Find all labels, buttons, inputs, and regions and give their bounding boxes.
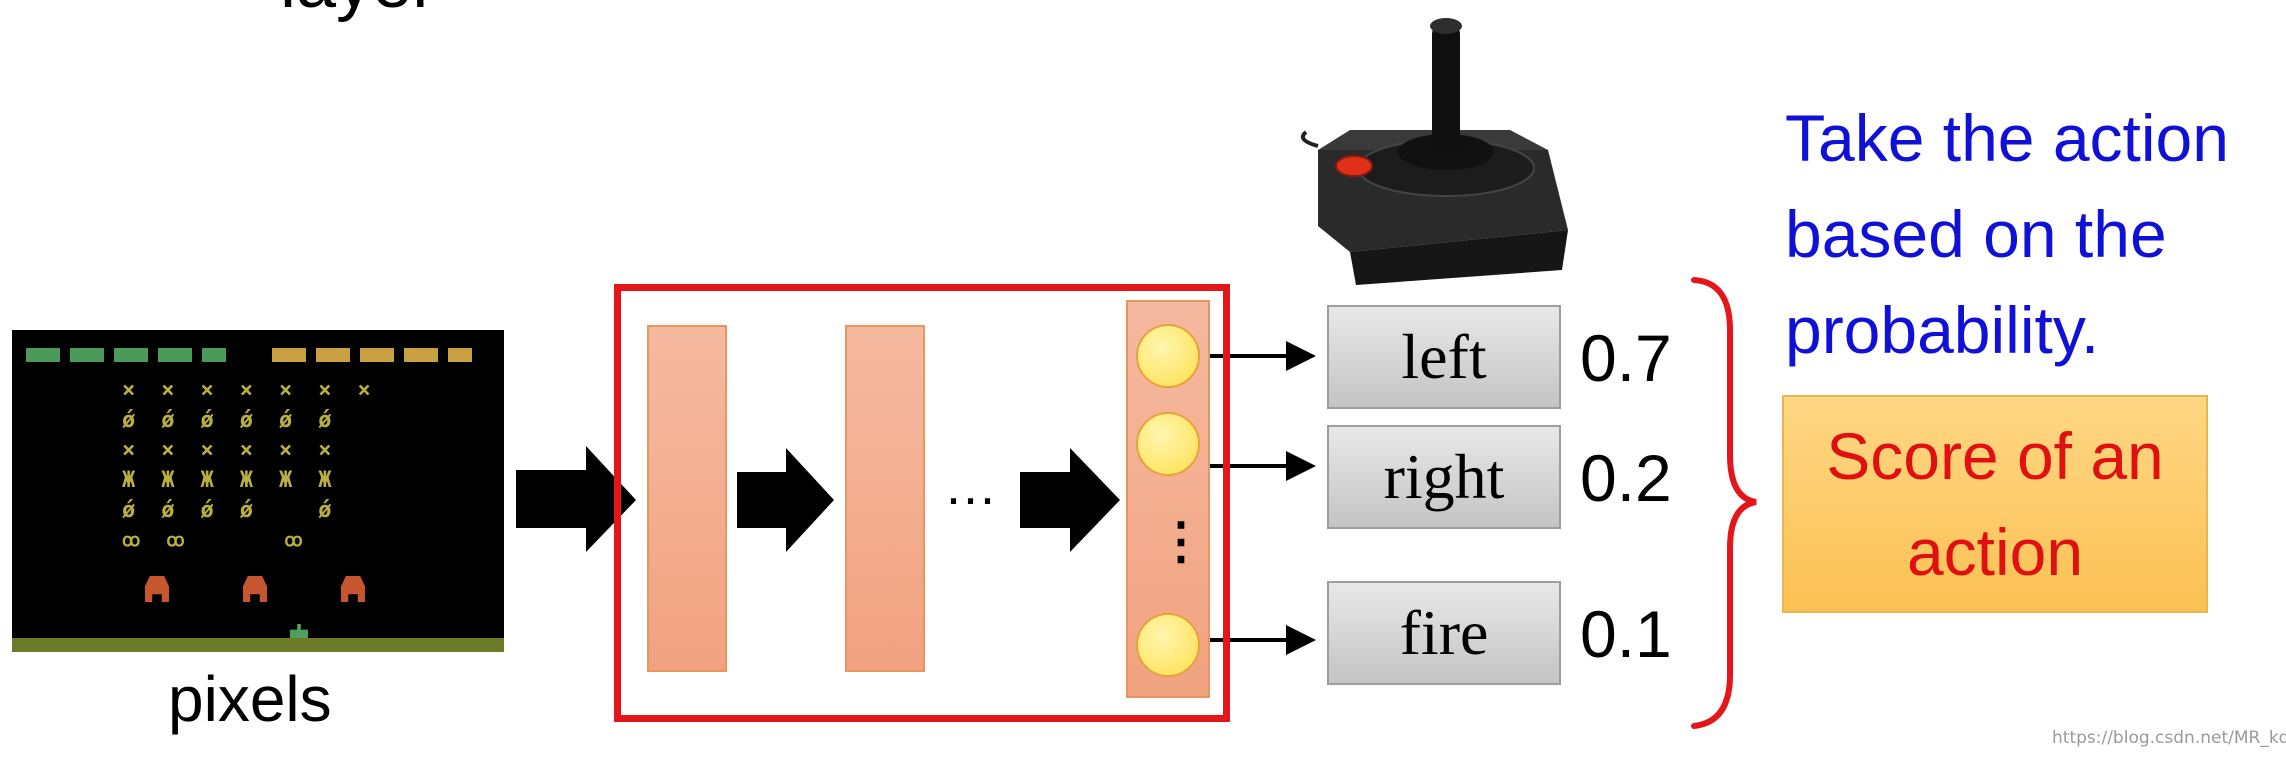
score-of-action-box: Score of an action <box>1782 395 2208 613</box>
action-prob-fire: 0.1 <box>1580 597 1672 671</box>
score-digits-left <box>26 348 226 362</box>
output-arrowhead-left <box>1286 341 1316 371</box>
alien-row-6: ꝏꝏ ꝏ <box>122 530 329 551</box>
action-box-left: left <box>1327 305 1561 409</box>
score-digits-right <box>272 348 472 362</box>
alien-row-3: ×××××× <box>122 438 358 463</box>
ground <box>12 638 504 652</box>
action-prob-right: 0.2 <box>1580 441 1672 515</box>
pixels-label: pixels <box>168 663 332 735</box>
alien-row-4: ЖЖЖЖЖЖ <box>122 468 358 493</box>
take-action-text: Take the action based on the probability… <box>1785 101 2229 367</box>
output-neuron-fire <box>1136 613 1200 677</box>
block-arrow-hidden-1 <box>737 448 834 552</box>
clipped-top-word: layer <box>280 0 436 24</box>
joystick-icon <box>1301 18 1568 285</box>
hidden-layer-2 <box>845 325 925 672</box>
curly-brace <box>1691 277 1757 729</box>
score-of-action-text: Score of an action <box>1826 419 2164 589</box>
alien-row-2: ǿǿǿǿǿǿ <box>122 408 358 433</box>
output-neuron-left <box>1136 324 1200 388</box>
action-box-right: right <box>1327 425 1561 529</box>
output-arrowhead-right <box>1286 451 1316 481</box>
action-box-fire: fire <box>1327 581 1561 685</box>
action-prob-left: 0.7 <box>1580 321 1672 395</box>
policy-network-box <box>614 284 1230 722</box>
block-arrow-hidden-2 <box>1020 448 1120 552</box>
game-screen: ××××××× ǿǿǿǿǿǿ ×××××× ЖЖЖЖЖЖ ǿǿǿǿ ǿ ꝏꝏ ꝏ <box>12 330 504 652</box>
alien-row-1: ××××××× <box>122 378 397 403</box>
output-arrowhead-fire <box>1286 625 1316 655</box>
hidden-layers-ellipsis: ... <box>946 456 998 516</box>
watermark: https://blog.csdn.net/MR_kdcon <box>2052 728 2286 748</box>
output-neuron-right <box>1136 412 1200 476</box>
block-arrow-input <box>516 446 636 552</box>
alien-row-5: ǿǿǿǿ ǿ <box>122 498 358 523</box>
hidden-layer-1 <box>647 325 727 672</box>
output-neurons-vdots: ⋮ <box>1156 516 1206 600</box>
